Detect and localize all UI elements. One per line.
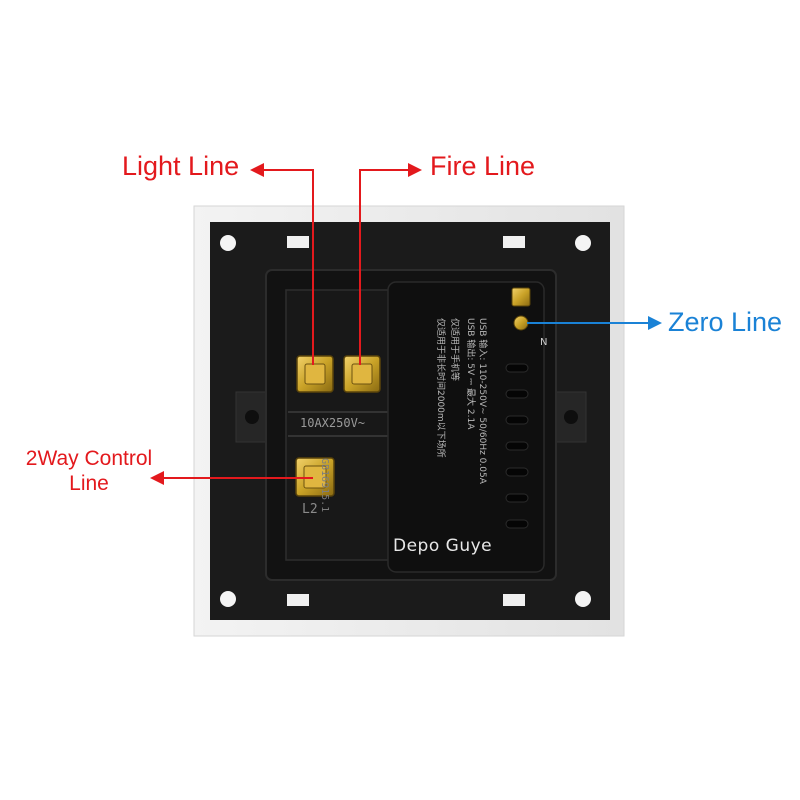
neutral-mark: N	[540, 337, 548, 348]
brand-logo-text: Depo Guye	[393, 536, 493, 556]
zero-line-label: Zero Line	[668, 307, 783, 337]
screw-hole-top-left	[220, 235, 236, 251]
clip-slot-bottom-right	[503, 594, 525, 606]
two-way-label-line-2: Line	[69, 472, 109, 496]
terminal-l2-label: L2	[302, 502, 318, 517]
two-way-label-line-1: 2Way Control	[25, 447, 153, 470]
terminal-fire-line	[343, 355, 381, 393]
callout-fire-line-arrow	[359, 163, 422, 365]
terminal-block	[285, 289, 391, 561]
callout-2way-arrow	[150, 471, 313, 485]
clip-slot-bottom-left	[287, 594, 309, 606]
usb-input-spec: USB 输入: 110-250V~ 50/60Hz 0.05A	[477, 318, 487, 484]
screw-hole-top-right	[575, 235, 591, 251]
terminal-2way-control	[295, 457, 335, 497]
usb-output-spec: USB 输出: 5V ⎓ 最大 2.1A	[465, 318, 475, 430]
callout-zero-line-arrow	[527, 316, 662, 330]
usb-note-1: 仅适用于手机等	[449, 318, 459, 382]
usb-note-2: 仅适用于非长时间2000m以下场所	[435, 318, 445, 458]
rating-label: 10AX250V~	[300, 416, 366, 430]
fire-line-label: Fire Line	[430, 151, 536, 181]
clip-slot-top-left	[287, 236, 309, 248]
terminal-zero-line	[511, 287, 531, 331]
usb-module	[387, 281, 545, 573]
terminal-light-line	[296, 355, 334, 393]
rib-hole-right	[564, 410, 578, 424]
callout-light-line-arrow	[250, 163, 314, 365]
screw-hole-bottom-right	[575, 591, 591, 607]
light-line-label: Light Line	[122, 151, 240, 181]
rib-hole-left	[245, 410, 259, 424]
clip-slot-top-right	[503, 236, 525, 248]
usb-vent-slots	[505, 363, 529, 529]
cert-code: GB16915.1	[319, 458, 330, 513]
screw-hole-bottom-left	[220, 591, 236, 607]
two-way-control-label: 2Way Control Line	[14, 446, 164, 496]
